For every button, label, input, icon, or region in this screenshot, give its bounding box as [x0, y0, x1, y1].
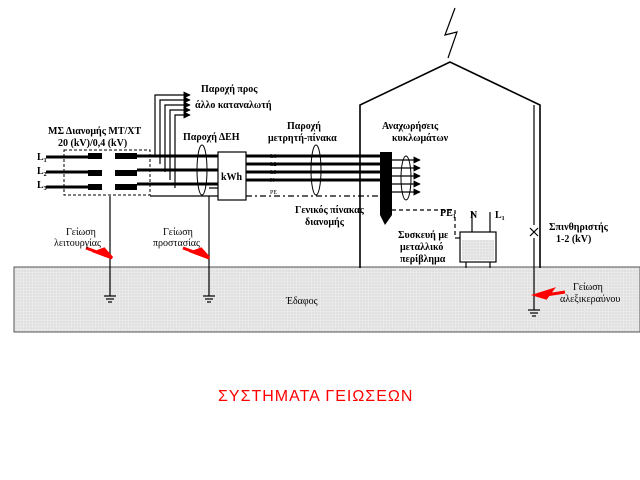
- substation-L1: L1: [37, 152, 47, 164]
- device-pe-label: PE1: [440, 208, 456, 220]
- kwh-meter-label: kWh: [221, 172, 243, 183]
- device-label-2: μεταλλικό: [400, 242, 443, 253]
- conductor-L2: L2: [270, 162, 277, 168]
- red-arrow-lightning: [530, 287, 566, 300]
- main-distribution-panel: [380, 152, 392, 225]
- ground-lightning-label-1: Γείωση: [573, 282, 603, 293]
- kwh-meter: [217, 151, 247, 201]
- conductor-L1: L1: [270, 154, 277, 160]
- branch-other-consumer: [154, 91, 191, 188]
- device-label-3: περίβλημα: [400, 254, 446, 265]
- ground-protective-label-2: προστασίας: [153, 238, 200, 249]
- ground-electrode-lightning: [528, 309, 540, 317]
- substation-transformer: [63, 149, 151, 196]
- ground-protective-label-1: Γείωση: [163, 227, 193, 238]
- ground-lightning-label-2: αλεξικεραύνου: [560, 294, 620, 305]
- conductor-PE: PE: [270, 190, 277, 196]
- spark-gap-label-2: 1-2 (kV): [556, 234, 591, 245]
- dei-supply-label: Παροχή ΔΕΗ: [183, 131, 240, 143]
- lightning-bolt-icon: [444, 7, 458, 59]
- main-title: ΣΥΣΤΗΜΑΤΑ ΓΕΙΩΣΕΩΝ: [218, 388, 413, 405]
- ground-electrode-protective: [203, 196, 215, 303]
- substation-title-2: 20 (kV)/0,4 (kV): [58, 138, 127, 149]
- other-consumer-label-2: άλλο καταναλωτή: [195, 99, 272, 111]
- ground-functional-label-2: λειτουργίας: [54, 238, 101, 249]
- ground-functional-label-1: Γείωση: [66, 227, 96, 238]
- red-arrow-protective: [182, 246, 211, 260]
- circuit-departures: [392, 155, 421, 201]
- soil-band: [13, 266, 640, 333]
- circuits-label-1: Αναχωρήσεις: [382, 120, 439, 132]
- ground-electrode-functional: [104, 196, 116, 303]
- substation-L2: L2: [37, 166, 47, 178]
- meter-panel-label-2: μετρητή-πίνακα: [268, 132, 337, 144]
- spark-gap-label-1: Σπινθηριστής: [549, 221, 609, 233]
- device-l1-label: L1: [495, 210, 505, 222]
- red-arrow-functional: [85, 246, 114, 260]
- device-n-label: N: [470, 210, 478, 221]
- spark-gap: [529, 105, 539, 310]
- house-outline: [359, 61, 541, 268]
- conductor-N: N: [270, 178, 275, 184]
- substation-L3: L3: [37, 180, 47, 192]
- metal-enclosure-device: [392, 209, 497, 268]
- conductor-L3: L3: [270, 170, 277, 176]
- main-panel-label-1: Γενικός πίνακας: [295, 205, 365, 216]
- meter-panel-marker: [310, 144, 322, 196]
- circuits-label-2: κυκλωμάτων: [392, 133, 449, 144]
- soil-label: Έδαφος: [285, 296, 318, 307]
- meter-panel-label-1: Παροχή: [287, 120, 321, 132]
- other-consumer-label-1: Παροχή προς: [201, 83, 258, 95]
- supply-lines: [137, 154, 382, 197]
- device-label-1: Συσκευή με: [398, 229, 449, 241]
- input-lines: [46, 155, 88, 189]
- dei-supply-marker: [196, 144, 208, 196]
- substation-title-1: ΜΣ Διανομής ΜΤ/ΧΤ: [48, 125, 142, 137]
- main-panel-label-2: διανομής: [305, 216, 345, 228]
